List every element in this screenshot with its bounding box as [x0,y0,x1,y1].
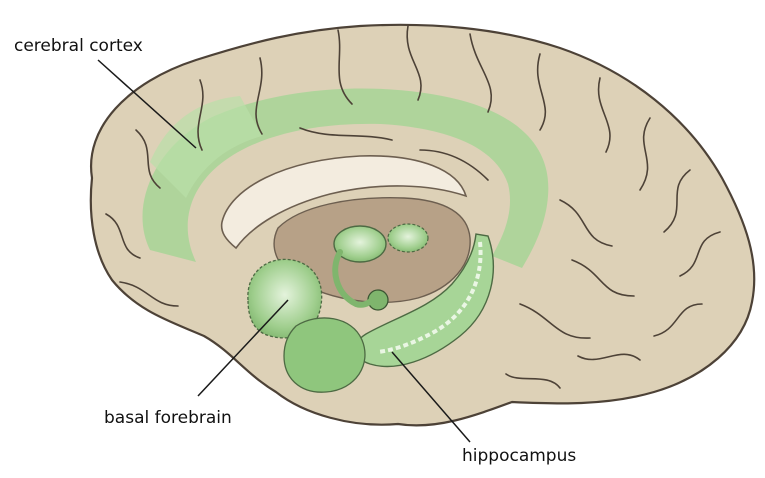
fornix-body [334,226,386,262]
medial-temporal-highlight [284,318,365,392]
basal-forebrain-label: basal forebrain [104,408,232,428]
hippocampus-label: hippocampus [462,446,576,466]
cerebral-cortex-label: cerebral cortex [14,36,143,56]
anterior-nucleus [388,224,428,252]
